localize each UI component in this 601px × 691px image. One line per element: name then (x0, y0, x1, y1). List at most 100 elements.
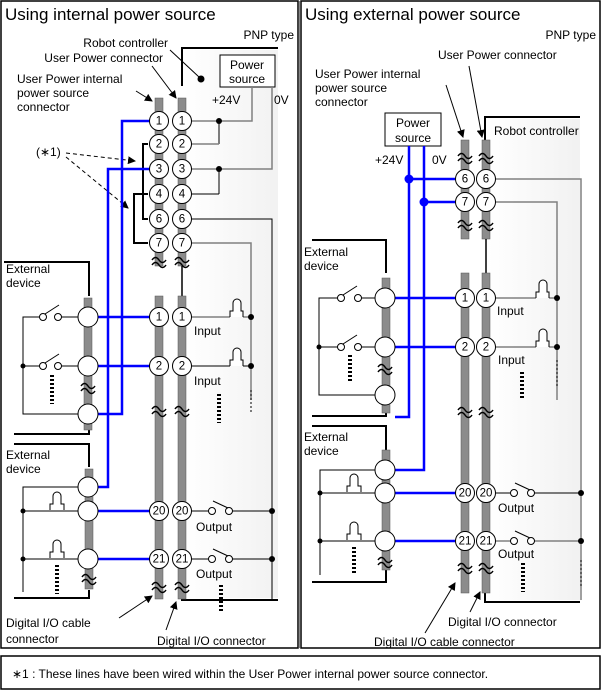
svg-text:connector: connector (315, 95, 368, 109)
pin-number: 2 (462, 342, 468, 354)
pin-number: 21 (480, 536, 493, 548)
pin-circle (455, 337, 475, 357)
pin-circle (476, 337, 496, 357)
break-symbol (377, 363, 393, 376)
digital-io-cable-connector (154, 295, 164, 600)
pin-number: 7 (156, 238, 162, 250)
break-symbol (478, 152, 494, 165)
power-source-box (384, 112, 442, 147)
pin-circle (149, 184, 169, 204)
pin-circle (149, 134, 169, 154)
robot-controller-enclosure (181, 47, 278, 86)
pin-number: 2 (156, 139, 162, 151)
output-switch (208, 500, 233, 563)
pin-number: 1 (156, 116, 162, 128)
pin-circle (476, 169, 496, 189)
break-symbol (457, 219, 473, 232)
pin-circle (149, 549, 169, 569)
pin-number: 6 (156, 214, 162, 226)
pin-number: 21 (176, 554, 189, 566)
pin-circle (172, 307, 192, 327)
break-symbol (457, 406, 473, 419)
input-label: Input (194, 374, 221, 388)
pin-circle (172, 184, 192, 204)
pin-number: 7 (179, 238, 185, 250)
digital-io-connector (177, 295, 187, 600)
plus24v-label: +24V (375, 153, 403, 167)
pin-number: 21 (153, 554, 166, 566)
power-source-box (219, 54, 276, 88)
svg-text:source: source (229, 72, 265, 86)
svg-text:External: External (6, 448, 50, 462)
pnp-type-label: PNP type (546, 28, 597, 42)
robot-controller-dot (197, 75, 205, 83)
break-symbol (151, 256, 167, 269)
svg-text:Power: Power (230, 58, 264, 72)
pin-circle (149, 307, 169, 327)
output-label: Output (196, 520, 233, 534)
pin-circle (455, 192, 475, 212)
io-connector-label: Digital I/O connector (157, 634, 266, 648)
user-power-internal-label: User Power internal (17, 72, 122, 86)
footnote-text: ∗1 : These lines have been wired within … (12, 667, 488, 681)
pin-circle (455, 169, 475, 189)
pin-number: 3 (179, 164, 185, 176)
pin-number: 7 (462, 197, 468, 209)
input-switch (337, 285, 362, 351)
pin-number: 1 (483, 293, 489, 305)
svg-text:Power: Power (396, 116, 430, 130)
io-connector-label: Digital I/O connector (448, 615, 557, 629)
zero-v-label: 0V (432, 153, 447, 167)
pin-circle (455, 288, 475, 308)
pin-circle (172, 233, 192, 253)
svg-text:device: device (6, 462, 41, 476)
svg-text:connector: connector (6, 632, 59, 646)
svg-text:device: device (304, 444, 339, 458)
input-switch (39, 304, 62, 370)
break-symbol (174, 405, 190, 418)
load-icon (346, 473, 362, 540)
pin-number: 6 (483, 174, 489, 186)
pin-circle (476, 483, 496, 503)
pin-circle (476, 531, 496, 551)
input-label: Input (498, 353, 525, 367)
pin-circle (149, 233, 169, 253)
pin-number: 6 (462, 174, 468, 186)
svg-text:device: device (6, 276, 41, 290)
pin-number: 2 (179, 139, 185, 151)
break-symbol (457, 562, 473, 575)
pin-circle (455, 531, 475, 551)
svg-text:connector: connector (17, 100, 70, 114)
pin-number: 4 (179, 189, 186, 201)
input-load-icon (535, 279, 550, 347)
output-label: Output (498, 547, 535, 561)
break-symbol (457, 152, 473, 165)
pin-number: 7 (483, 197, 489, 209)
panel-internal: Using internal power source PNP type Rob… (4, 5, 294, 648)
pin-number: 1 (179, 312, 185, 324)
user-power-connector-label: User Power connector (44, 51, 163, 65)
pin-circle (172, 209, 192, 229)
external-device-box-2 (14, 443, 90, 467)
panel-external: Using external power source PNP type Use… (304, 5, 596, 649)
svg-text:External: External (304, 430, 348, 444)
pin-number: 20 (459, 488, 472, 500)
output-label: Output (498, 501, 535, 515)
input-load-icon (229, 298, 244, 366)
footnote-box (0, 655, 601, 690)
pin-number: 20 (153, 506, 166, 518)
external-device-box-2 (312, 425, 387, 450)
pin-number: 20 (176, 506, 189, 518)
input-label: Input (194, 324, 221, 338)
svg-text:power source: power source (315, 81, 387, 95)
output-switch (510, 482, 535, 545)
break-symbol (478, 219, 494, 232)
output-label: Output (196, 567, 233, 581)
break-symbol (478, 406, 494, 419)
robot-controller-enclosure (484, 116, 580, 140)
pin-number: 2 (483, 342, 489, 354)
load-icon (49, 491, 65, 558)
pin-circle (149, 111, 169, 131)
pin-number: 20 (480, 488, 493, 500)
